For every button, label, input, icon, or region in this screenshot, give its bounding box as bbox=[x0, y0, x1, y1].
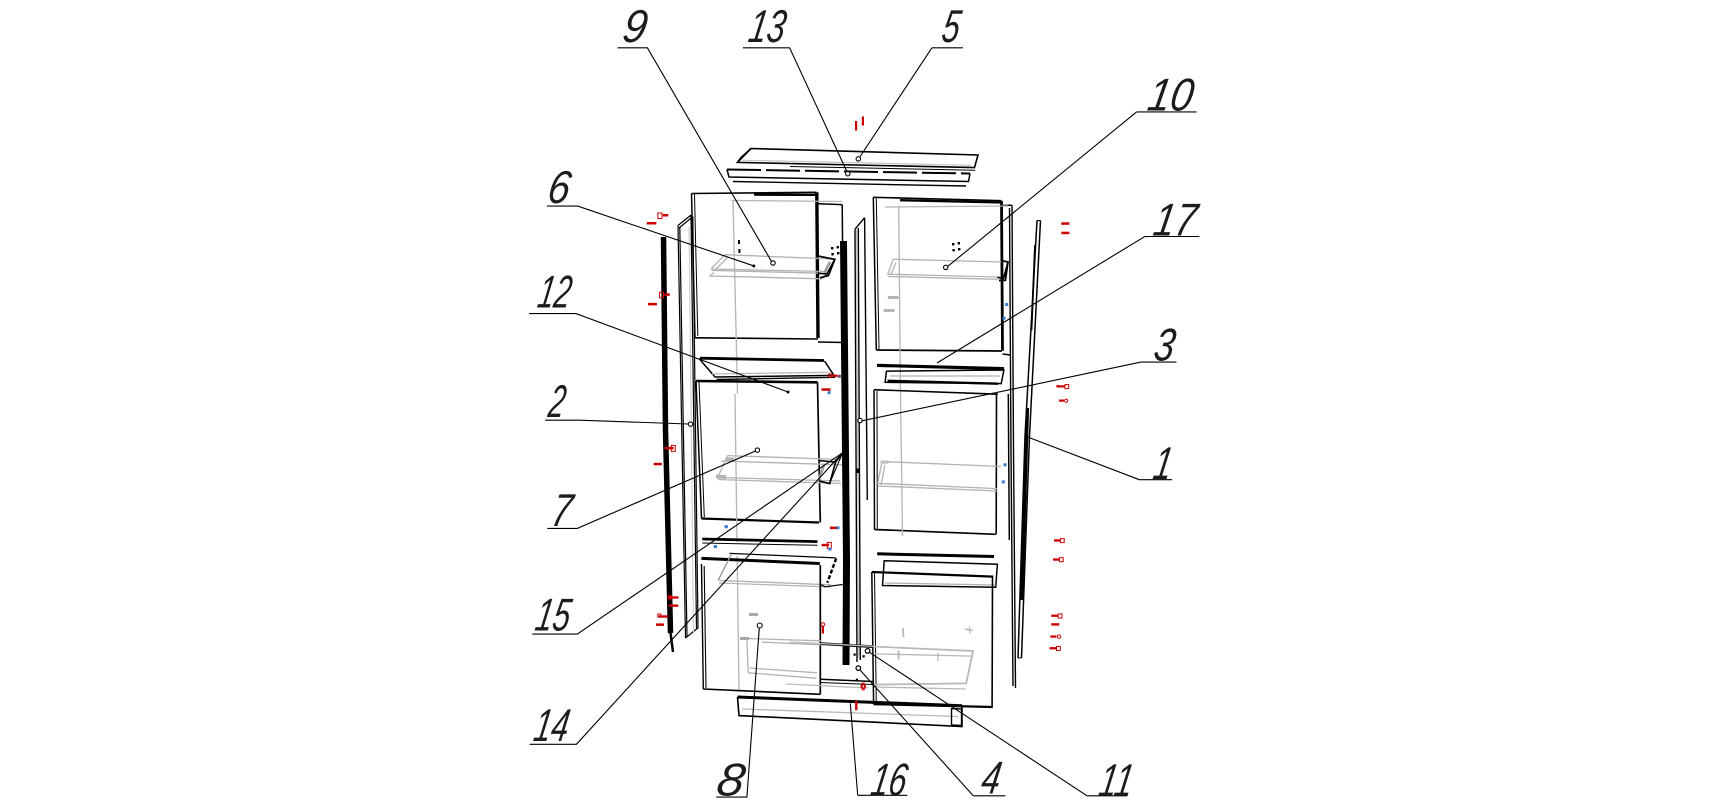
svg-text:10: 10 bbox=[1144, 70, 1198, 121]
svg-text:17: 17 bbox=[1150, 196, 1202, 247]
